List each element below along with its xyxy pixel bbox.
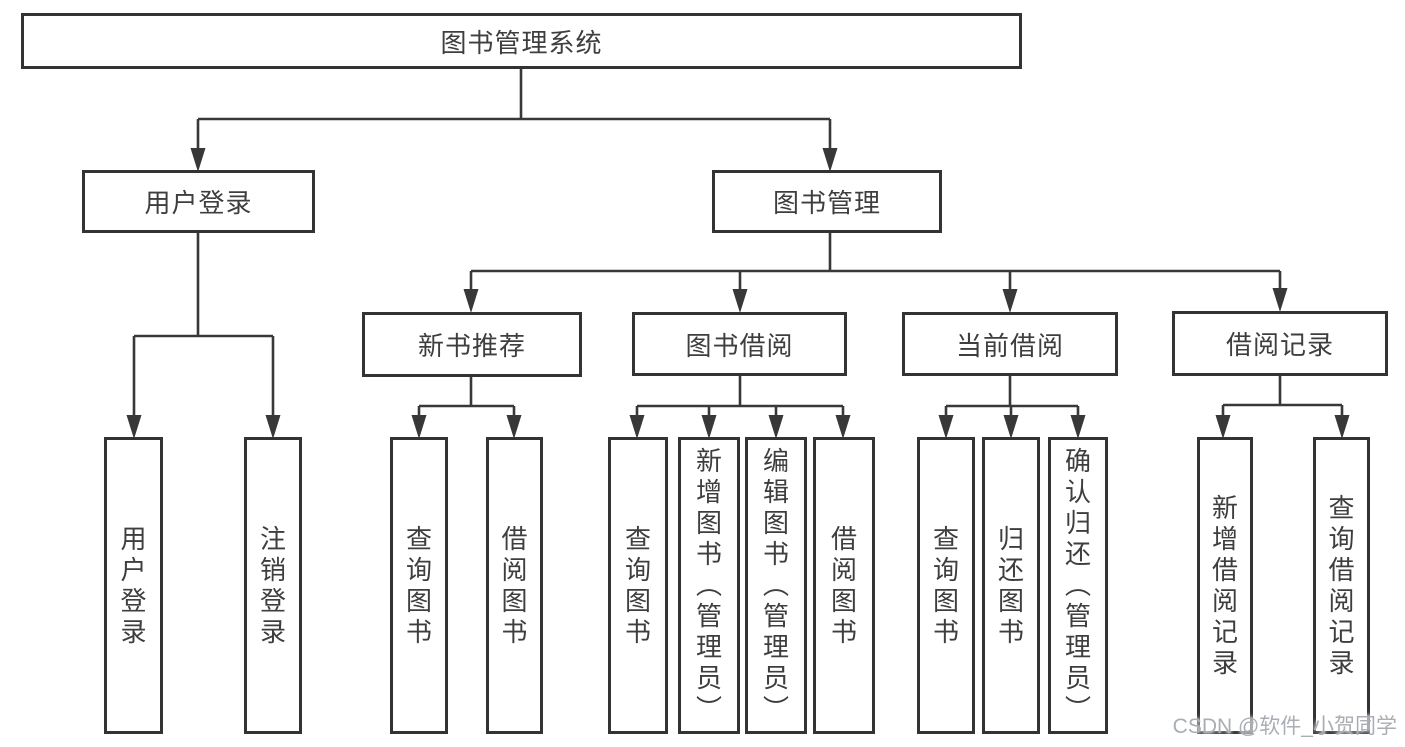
leaf-label: 借阅图书 xyxy=(501,523,528,647)
leaf-label: 查询图书 xyxy=(932,523,959,647)
leaf-label: 确认归还︵管理员︶ xyxy=(1064,446,1091,724)
leaf-records-query-borrow-record: 查询借阅记录 xyxy=(1313,437,1370,734)
leaf-label: 归还图书 xyxy=(997,523,1024,647)
leaf-label: 注销登录 xyxy=(259,523,286,647)
leaf-label: 查询借阅记录 xyxy=(1328,492,1355,678)
node-borrow-records: 借阅记录 xyxy=(1172,311,1388,376)
leaf-current-return-books: 归还图书 xyxy=(982,437,1040,734)
node-label: 图书借阅 xyxy=(685,330,794,361)
leaf-current-query-books: 查询图书 xyxy=(917,437,975,734)
node-label: 借阅记录 xyxy=(1225,330,1334,360)
leaf-label: 新增借阅记录 xyxy=(1211,492,1238,678)
leaf-borrow-query-books: 查询图书 xyxy=(608,437,668,734)
node-label: 图书管理系统 xyxy=(440,27,603,58)
leaf-label: 新增图书︵管理员︶ xyxy=(695,446,722,724)
leaf-borrow-borrow-books: 借阅图书 xyxy=(813,437,875,734)
leaf-current-confirm-return-admin: 确认归还︵管理员︶ xyxy=(1048,437,1108,734)
node-label: 当前借阅 xyxy=(955,330,1064,361)
leaf-records-add-borrow-record: 新增借阅记录 xyxy=(1197,437,1253,734)
leaf-label: 查询图书 xyxy=(405,523,432,647)
leaf-label: 借阅图书 xyxy=(830,523,857,647)
node-current-borrowing: 当前借阅 xyxy=(902,312,1118,376)
node-root-library-system: 图书管理系统 xyxy=(21,13,1022,69)
leaf-recommend-borrow-books: 借阅图书 xyxy=(486,437,543,734)
leaf-user-login: 用户登录 xyxy=(104,437,163,734)
node-book-management: 图书管理 xyxy=(712,170,942,233)
node-new-book-recommend: 新书推荐 xyxy=(362,312,582,377)
csdn-watermark: CSDN @软件_小贺同学 xyxy=(1172,715,1397,738)
leaf-user-logout: 注销登录 xyxy=(244,437,302,734)
leaf-borrow-edit-books-admin: 编辑图书︵管理员︶ xyxy=(745,437,807,734)
node-label: 新书推荐 xyxy=(417,331,526,361)
arrowheads xyxy=(126,148,1350,439)
node-label: 图书管理 xyxy=(772,188,881,218)
leaf-label: 查询图书 xyxy=(624,523,651,647)
leaf-borrow-add-books-admin: 新增图书︵管理员︶ xyxy=(678,437,740,734)
node-book-borrowing: 图书借阅 xyxy=(632,312,847,376)
leaf-recommend-query-books: 查询图书 xyxy=(390,437,448,734)
leaf-label: 编辑图书︵管理员︶ xyxy=(762,446,789,724)
node-user-login: 用户登录 xyxy=(82,170,315,233)
node-label: 用户登录 xyxy=(144,188,253,218)
leaf-label: 用户登录 xyxy=(120,523,147,647)
